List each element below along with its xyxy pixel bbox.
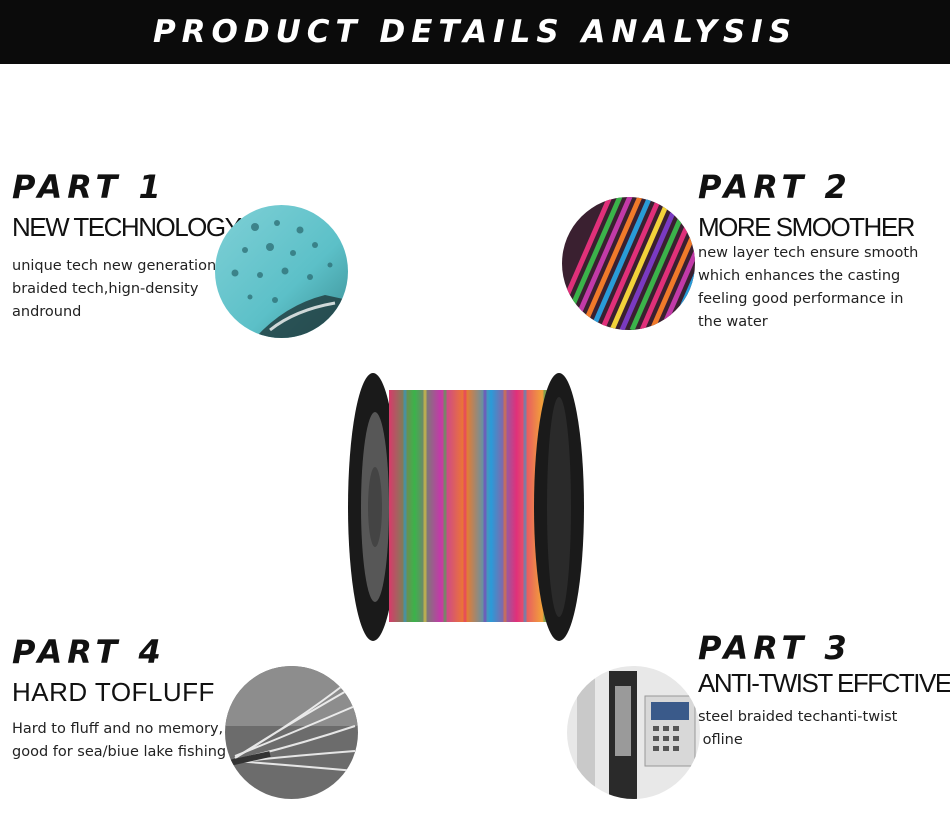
part-4-line: good for sea/biue lake fishing <box>12 744 227 760</box>
title-banner: PRODUCT DETAILS ANALYSIS <box>0 0 950 64</box>
part-4-number: PART 4 <box>12 633 166 671</box>
part-2-line: the water <box>698 314 768 330</box>
part-2-image <box>562 197 695 330</box>
part-1-image <box>215 205 348 338</box>
part-3-description: steel braided techanti-twist ofline <box>698 706 897 752</box>
banner-title: PRODUCT DETAILS ANALYSIS <box>152 14 798 50</box>
part-1-line: unique tech new generation <box>12 258 217 274</box>
part-4-image <box>225 666 358 799</box>
part-2-description: new layer tech ensure smooth which enhan… <box>698 242 918 334</box>
part-1-description: unique tech new generation braided tech,… <box>12 255 216 324</box>
part-4-line: Hard to fluff and no memory, <box>12 721 224 737</box>
part-1-line: andround <box>12 304 82 320</box>
part-2-number: PART 2 <box>698 168 852 206</box>
part-1-line: braided tech,hign-density <box>12 281 199 297</box>
part-3-image <box>567 666 700 799</box>
part-4-heading: HARD TOFLUFF <box>12 677 215 707</box>
product-spool-image <box>345 368 590 646</box>
part-4-description: Hard to fluff and no memory, good for se… <box>12 718 226 764</box>
part-3-heading: ANTI-TWIST EFFCTIVELV <box>698 668 950 698</box>
part-3-number: PART 3 <box>698 629 852 667</box>
part-3-line: ofline <box>698 732 743 748</box>
part-2-heading: MORE SMOOTHER <box>698 212 915 242</box>
part-2-line: feeling good performance in <box>698 291 904 307</box>
part-2-line: new layer tech ensure smooth <box>698 245 919 261</box>
part-3-line: steel braided techanti-twist <box>698 709 898 725</box>
part-2-line: which enhances the casting <box>698 268 901 284</box>
part-1-heading: NEW TECHNOLOGY <box>12 212 242 242</box>
part-1-number: PART 1 <box>12 168 166 206</box>
